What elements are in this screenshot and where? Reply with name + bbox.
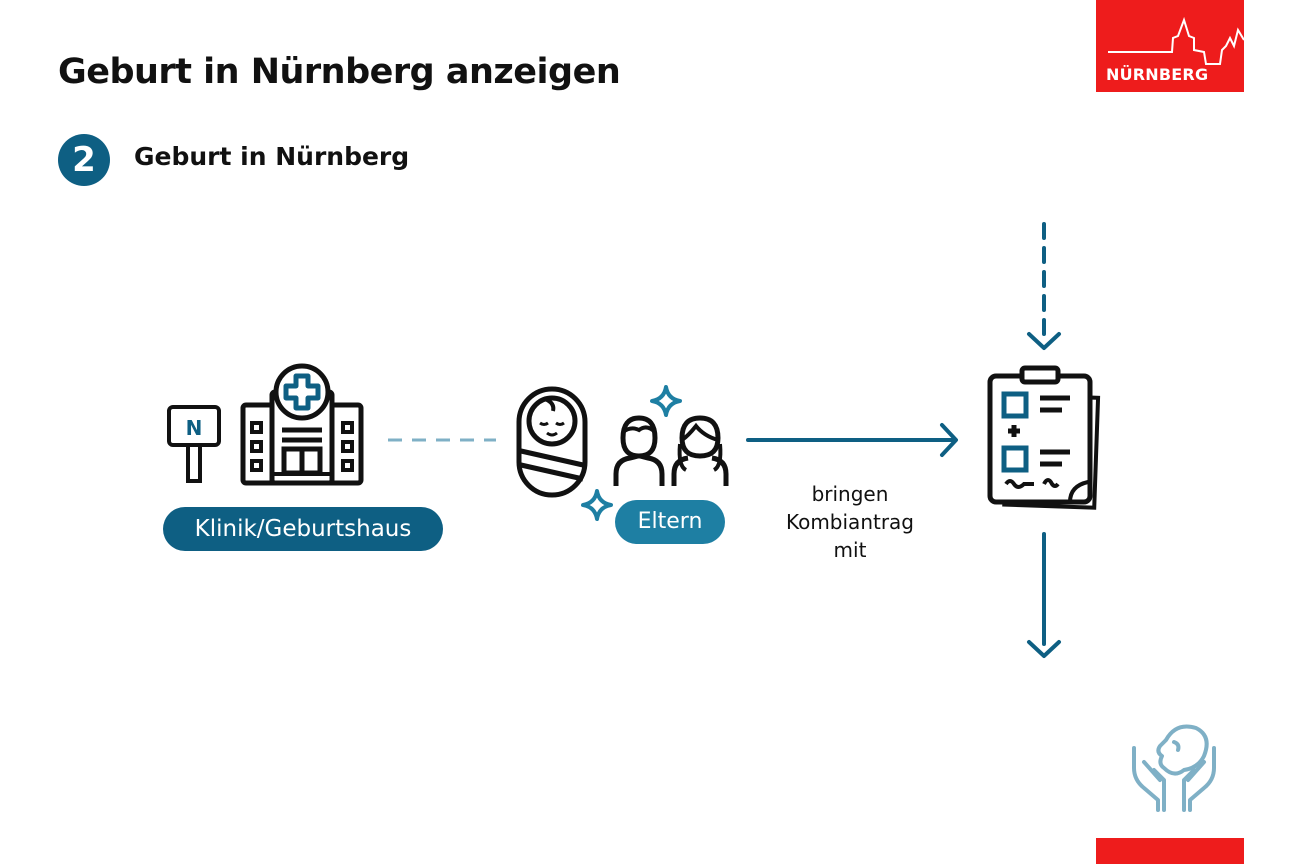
sign-letter: N <box>186 416 203 440</box>
edge-label: bringen Kombiantrag mit <box>760 480 940 564</box>
dashed-connector <box>388 438 496 442</box>
step-label: Geburt in Nürnberg <box>134 142 410 171</box>
hospital-icon <box>240 363 364 486</box>
hands-holding-baby-icon <box>1132 724 1216 812</box>
sparkle-icon <box>581 489 613 521</box>
edge-label-line: Kombiantrag <box>785 510 915 534</box>
footer-red-bar <box>1096 838 1244 864</box>
clipboard-form-icon <box>987 365 1101 510</box>
sign-icon: N <box>167 405 221 483</box>
sparkle-icon <box>650 385 682 417</box>
castle-skyline-icon <box>1108 16 1245 65</box>
baby-icon <box>516 386 588 498</box>
klinik-label: Klinik/Geburtshaus <box>163 507 443 551</box>
edge-label-line: bringen <box>811 482 889 506</box>
page-title: Geburt in Nürnberg anzeigen <box>58 52 621 92</box>
edge-label-line: mit <box>833 538 867 562</box>
nuernberg-logo: NÜRNBERG <box>1096 0 1245 92</box>
arrow-down-dashed-icon <box>1027 222 1061 350</box>
arrow-right-icon <box>746 423 958 457</box>
step-number-badge: 2 <box>58 134 110 186</box>
eltern-label: Eltern <box>615 500 725 544</box>
arrow-down-icon <box>1027 532 1061 658</box>
parents-icon <box>613 415 729 486</box>
logo-text: NÜRNBERG <box>1106 65 1209 84</box>
